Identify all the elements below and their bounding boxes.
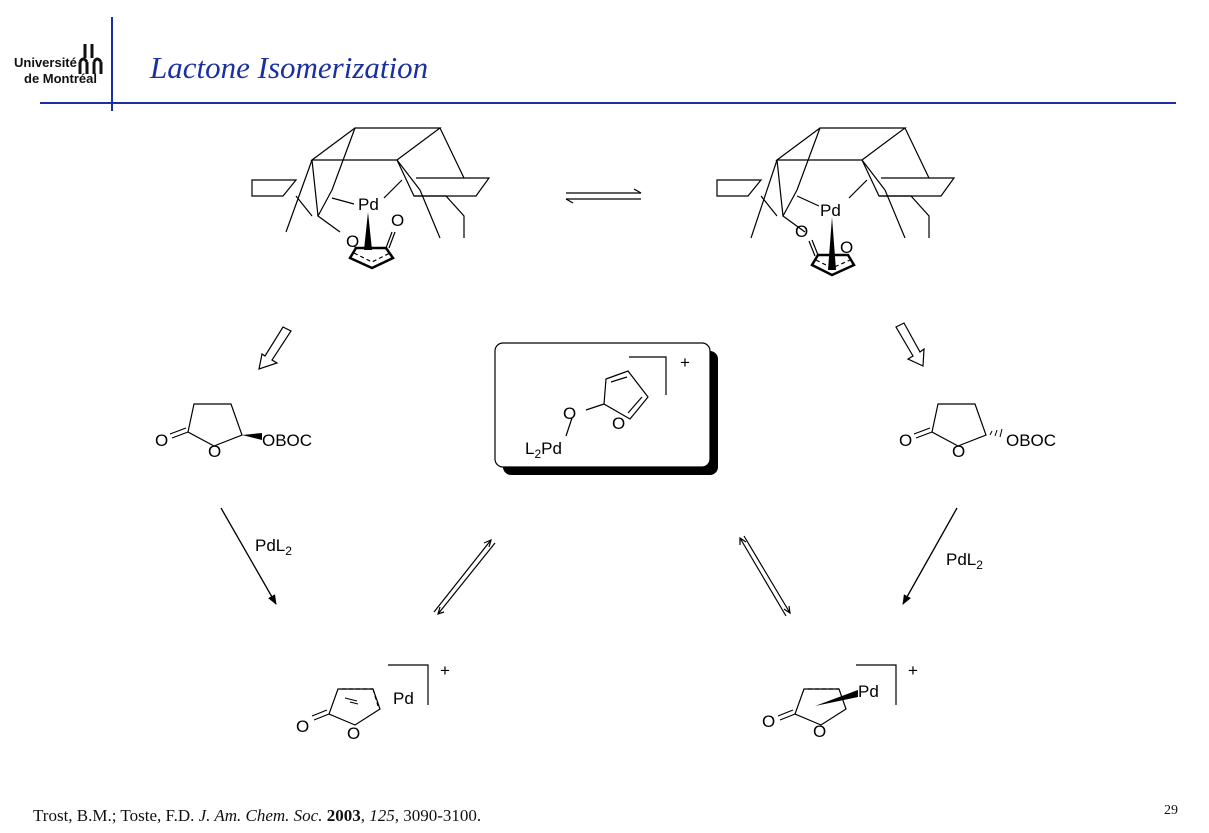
- wedge-bond-left: [242, 433, 262, 440]
- pd-label-bottom-right: Pd: [858, 682, 879, 701]
- arrow-pdl2-right: [902, 507, 958, 605]
- citation-authors: Trost, B.M.; Toste, F.D.: [33, 806, 195, 825]
- o-label-right-ring: O: [952, 442, 965, 461]
- logo-text-universite: Université: [14, 55, 77, 70]
- logo-text-montreal: de Montréal: [24, 71, 97, 86]
- equilibrium-arrow-top: [565, 188, 642, 204]
- reagent-label-right: PdL2: [946, 550, 983, 572]
- o-label-top-right-carbonyl: O: [795, 222, 808, 241]
- hollow-arrow-left: [258, 326, 292, 370]
- slide-title: Lactone Isomerization: [150, 50, 429, 85]
- o-label-bottom-left-ring: O: [347, 724, 360, 743]
- lactone-boc-right: [913, 403, 1003, 447]
- pd-label-bottom-left: Pd: [393, 689, 414, 708]
- pd-label-top-left: Pd: [358, 195, 379, 214]
- o-label-top-left-carbonyl: O: [391, 211, 404, 230]
- arrow-pdl2-left: [220, 507, 277, 605]
- wedge-bond-top-right: [828, 217, 836, 270]
- pd-lactone-bottom-left: [311, 664, 429, 726]
- o-label-bottom-right-ring: O: [813, 722, 826, 741]
- intermediate-structure: [565, 356, 667, 437]
- plus-label-bottom-left: +: [440, 661, 450, 680]
- oboc-label-right: OBOC: [1006, 431, 1056, 450]
- equilibrium-arrow-right: [739, 535, 791, 617]
- complex-top-left: [251, 127, 491, 270]
- o-label-left-ring: O: [208, 442, 221, 461]
- citation: Trost, B.M.; Toste, F.D. J. Am. Chem. So…: [33, 806, 482, 825]
- o-label-left-carbonyl: O: [155, 431, 168, 450]
- pd-label-top-right: Pd: [820, 201, 841, 220]
- wedge-bond-bottom-right: [815, 690, 858, 706]
- o-label-center-linker: O: [563, 404, 576, 423]
- o-label-bottom-right-carbonyl: O: [762, 712, 775, 731]
- citation-pages: , 3090-3100.: [394, 806, 482, 825]
- wedge-bond-top-left: [364, 212, 372, 250]
- o-label-right-carbonyl: O: [899, 431, 912, 450]
- hollow-arrow-right: [895, 322, 925, 367]
- page-number: 29: [1164, 803, 1178, 818]
- plus-label-center: +: [680, 353, 690, 372]
- lactone-boc-left: [169, 403, 243, 447]
- logo-emblem-icon: [78, 44, 103, 74]
- o-label-top-right-ring: O: [840, 238, 853, 257]
- o-label-bottom-left-carbonyl: O: [296, 717, 309, 736]
- plus-label-bottom-right: +: [908, 661, 918, 680]
- o-label-center-ring: O: [612, 414, 625, 433]
- o-label-top-left-ring: O: [346, 232, 359, 251]
- pd-lactone-bottom-right: [777, 664, 897, 726]
- reagent-label-left: PdL2: [255, 536, 292, 558]
- complex-top-right: [716, 127, 956, 277]
- citation-year: 2003: [326, 806, 361, 825]
- equilibrium-arrow-left: [433, 538, 496, 615]
- l2pd-label-center: L2Pd: [525, 439, 562, 461]
- citation-journal: J. Am. Chem. Soc.: [198, 806, 323, 825]
- citation-volume: 125: [369, 806, 395, 825]
- oboc-label-left: OBOC: [262, 431, 312, 450]
